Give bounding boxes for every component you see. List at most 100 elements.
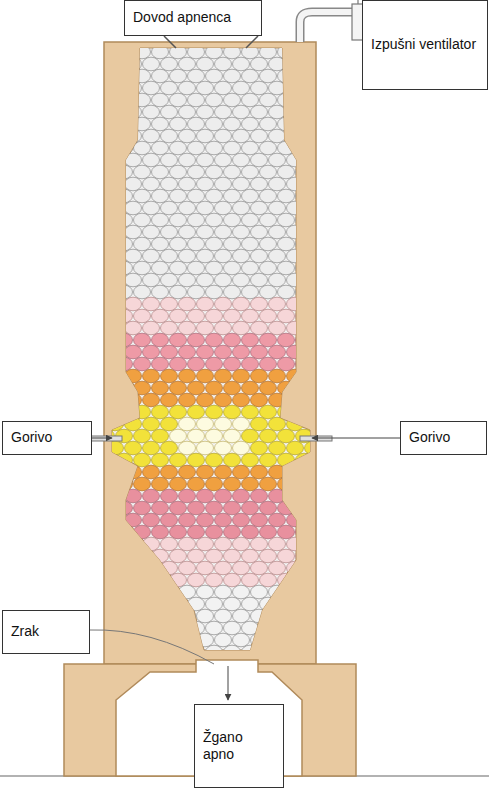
limestone-lump (206, 477, 223, 491)
limestone-lump (296, 333, 313, 347)
limestone-lump (278, 261, 295, 275)
limestone-lump (233, 321, 250, 335)
limestone-lump (98, 645, 115, 659)
limestone-lump (116, 477, 133, 491)
limestone-lump (125, 489, 142, 503)
limestone-lump (98, 261, 115, 275)
limestone-lump (233, 633, 250, 647)
limestone-lump (215, 273, 232, 287)
limestone-lump (287, 417, 304, 431)
limestone-lump (188, 405, 205, 419)
limestone-lump (242, 309, 259, 323)
limestone-lump (233, 489, 250, 503)
limestone-lump (197, 489, 214, 503)
limestone-lump (170, 261, 187, 275)
limestone-lump (269, 129, 286, 143)
limestone-lump (179, 105, 196, 119)
limestone-lump (152, 645, 169, 659)
limestone-lump (188, 573, 205, 587)
limestone-lump (296, 549, 313, 563)
limestone-lump (161, 345, 178, 359)
limestone-lump (161, 585, 178, 599)
limestone-lump (269, 273, 286, 287)
limestone-lump (125, 201, 142, 215)
limestone-lump (305, 585, 322, 599)
limestone-lump (242, 69, 259, 83)
limestone-lump (152, 597, 169, 611)
limestone-lump (152, 141, 169, 155)
limestone-lump (179, 465, 196, 479)
limestone-lump (98, 573, 115, 587)
limestone-lump (305, 393, 322, 407)
limestone-lump (161, 297, 178, 311)
limestone-lump (251, 153, 268, 167)
limestone-lump (224, 69, 241, 83)
limestone-lump (206, 285, 223, 299)
limestone-lump (116, 237, 133, 251)
limestone-lump (296, 261, 313, 275)
limestone-lump (170, 141, 187, 155)
limestone-lump (305, 441, 322, 455)
limestone-lump (161, 537, 178, 551)
limestone-lump (215, 561, 232, 575)
limestone-lump (251, 129, 268, 143)
limestone-lump (260, 261, 277, 275)
limestone-lump (197, 153, 214, 167)
limestone-lump (134, 141, 151, 155)
limestone-lump (215, 321, 232, 335)
limestone-lump (107, 537, 124, 551)
label-text: Gorivo (11, 429, 52, 447)
limestone-lump (251, 321, 268, 335)
limestone-lump (143, 153, 160, 167)
limestone-lump (125, 393, 142, 407)
limestone-lump (260, 285, 277, 299)
limestone-lump (305, 537, 322, 551)
limestone-lump (287, 537, 304, 551)
limestone-lump (188, 597, 205, 611)
limestone-lump (98, 45, 115, 59)
limestone-lump (251, 177, 268, 191)
exhaust-duct (300, 12, 352, 42)
limestone-lump (143, 273, 160, 287)
limestone-lump (269, 441, 286, 455)
limestone-lump (305, 177, 322, 191)
limestone-lump (305, 129, 322, 143)
limestone-lump (251, 201, 268, 215)
limestone-lump (170, 405, 187, 419)
limestone-lump (296, 285, 313, 299)
limestone-lump (233, 465, 250, 479)
limestone-lump (143, 513, 160, 527)
limestone-lump (224, 309, 241, 323)
limestone-lump (161, 609, 178, 623)
limestone-lump (134, 429, 151, 443)
limestone-lump (107, 633, 124, 647)
limestone-lump (179, 81, 196, 95)
limestone-lump (161, 417, 178, 431)
limestone-lump (188, 117, 205, 131)
limestone-lump (179, 345, 196, 359)
limestone-lump (170, 165, 187, 179)
limestone-lump (170, 429, 187, 443)
limestone-lump (206, 429, 223, 443)
limestone-lump (269, 393, 286, 407)
limestone-lump (116, 309, 133, 323)
limestone-lump (116, 285, 133, 299)
limestone-lump (278, 213, 295, 227)
limestone-lump (278, 117, 295, 131)
limestone-lump (233, 249, 250, 263)
limestone-lump (242, 237, 259, 251)
limestone-lump (188, 213, 205, 227)
limestone-lump (305, 633, 322, 647)
limestone-lump (224, 381, 241, 395)
limestone-lump (152, 525, 169, 539)
limestone-lump (242, 93, 259, 107)
limestone-charge (98, 45, 322, 659)
limestone-lump (206, 117, 223, 131)
limestone-lump (278, 45, 295, 59)
limestone-lump (206, 261, 223, 275)
limestone-lump (242, 645, 259, 659)
limestone-lump (188, 477, 205, 491)
exhaust-duct (300, 12, 352, 42)
limestone-lump (305, 225, 322, 239)
